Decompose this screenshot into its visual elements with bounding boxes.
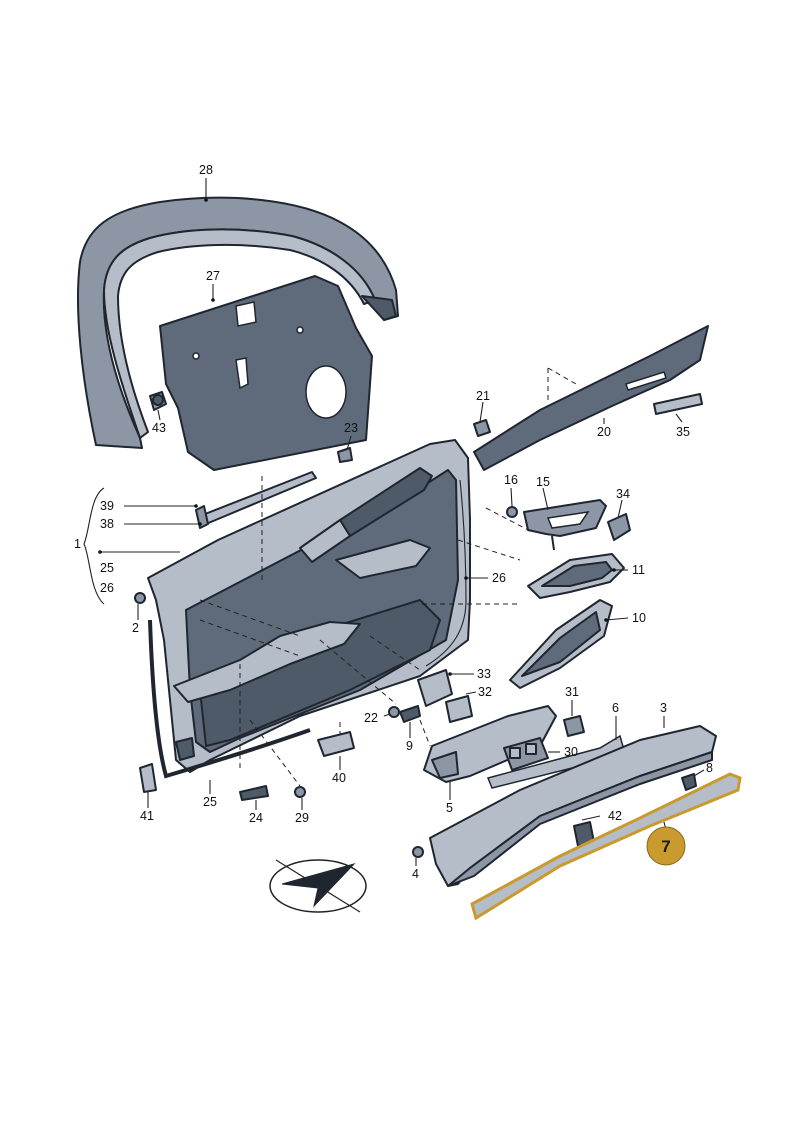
part-9-clip[interactable] <box>399 705 421 723</box>
label-8: 8 <box>706 761 713 775</box>
part-2-screw[interactable] <box>134 592 146 604</box>
label-16: 16 <box>504 473 518 487</box>
label-6: 6 <box>612 701 619 715</box>
group-bracket <box>83 487 180 605</box>
label-32: 32 <box>478 685 492 699</box>
label-25-bottom: 25 <box>203 795 217 809</box>
label-23: 23 <box>344 421 358 435</box>
part-32-switch[interactable] <box>445 695 473 723</box>
part-28-window-frame-trim[interactable] <box>76 196 399 449</box>
label-41: 41 <box>140 809 154 823</box>
label-42: 42 <box>608 809 622 823</box>
label-11: 11 <box>632 563 645 577</box>
part-22-screw[interactable] <box>388 706 400 718</box>
part-10-armrest-inlay[interactable] <box>509 599 613 689</box>
label-43: 43 <box>152 421 166 435</box>
label-21: 21 <box>476 389 490 403</box>
label-35: 35 <box>676 425 690 439</box>
label-4: 4 <box>412 867 419 881</box>
label-24: 24 <box>249 811 263 825</box>
part-29-screw[interactable] <box>294 786 306 798</box>
label-39: 39 <box>100 499 114 513</box>
part-11-inlay[interactable] <box>527 553 625 599</box>
leader-lines <box>124 178 705 866</box>
part-8-cover[interactable] <box>681 773 697 791</box>
label-40: 40 <box>332 771 346 785</box>
part-24-clip[interactable] <box>239 785 269 801</box>
part-31-switch-button[interactable] <box>563 715 585 737</box>
part-1-door-trim-panel[interactable] <box>147 439 471 773</box>
label-10: 10 <box>632 611 646 625</box>
part-38-39-trim-strip[interactable] <box>195 471 317 529</box>
part-27-insulation-panel[interactable] <box>159 275 373 471</box>
label-29: 29 <box>295 811 309 825</box>
part-26-seal-strip[interactable] <box>425 479 467 667</box>
label-30: 30 <box>564 745 578 759</box>
part-labels: 28 27 43 23 21 20 35 39 38 1 25 26 2 16 … <box>74 163 713 881</box>
part-30-window-switches[interactable] <box>503 737 549 771</box>
part-40-lamp[interactable] <box>317 731 355 757</box>
label-15: 15 <box>536 475 550 489</box>
label-27: 27 <box>206 269 220 283</box>
part-15-door-handle[interactable] <box>523 499 607 551</box>
north-arrow-icon <box>269 859 367 913</box>
label-26-left: 26 <box>100 581 114 595</box>
part-23-screw[interactable] <box>337 447 353 463</box>
label-33: 33 <box>477 667 491 681</box>
part-4-screw[interactable] <box>412 846 424 858</box>
part-21-clip[interactable] <box>473 419 491 437</box>
label-38: 38 <box>100 517 114 531</box>
label-1: 1 <box>74 537 81 551</box>
label-31: 31 <box>565 685 579 699</box>
label-26-right: 26 <box>492 571 506 585</box>
label-2: 2 <box>132 621 139 635</box>
label-20: 20 <box>597 425 611 439</box>
part-7-highlighted-trim-strip[interactable] <box>470 772 742 921</box>
badge-number: 7 <box>661 837 670 856</box>
part-16-screw[interactable] <box>506 506 518 518</box>
label-5: 5 <box>446 801 453 815</box>
label-3: 3 <box>660 701 667 715</box>
part-43-clip[interactable] <box>149 391 167 411</box>
projection-lines <box>199 367 577 787</box>
label-9: 9 <box>406 739 413 753</box>
part-33-switch[interactable] <box>417 669 453 707</box>
highlight-badge-7[interactable]: 7 <box>646 826 686 866</box>
part-35-trim-insert[interactable] <box>653 393 703 415</box>
label-34: 34 <box>616 487 630 501</box>
part-3-armrest[interactable] <box>429 725 717 887</box>
label-22: 22 <box>364 711 378 725</box>
part-20-upper-trim[interactable] <box>473 325 709 471</box>
part-34-handle-bracket[interactable] <box>607 513 631 541</box>
label-28: 28 <box>199 163 213 177</box>
label-25-left: 25 <box>100 561 114 575</box>
part-25-lower-seal[interactable] <box>148 619 311 779</box>
part-41-cover[interactable] <box>139 763 157 793</box>
